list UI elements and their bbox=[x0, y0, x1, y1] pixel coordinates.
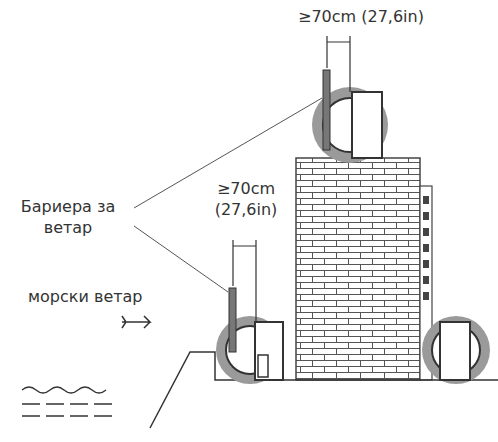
unit-zone bbox=[422, 316, 490, 384]
wind-arrow bbox=[122, 316, 150, 328]
brick-building bbox=[296, 158, 420, 380]
wind-barrier bbox=[229, 288, 236, 352]
outdoor-unit bbox=[352, 92, 382, 158]
windows bbox=[423, 196, 429, 300]
barrier-label: Бариера за ветар bbox=[4, 196, 132, 238]
wind-barrier bbox=[323, 70, 330, 150]
dimension-label: ≥70cm (27,6in) bbox=[196, 178, 296, 220]
leader-line bbox=[134, 98, 322, 292]
unit-zone bbox=[216, 316, 284, 384]
dimension-label: ≥70cm (27,6in) bbox=[298, 6, 494, 27]
outdoor-unit bbox=[440, 322, 470, 380]
wind-label: морски ветар bbox=[28, 286, 158, 307]
water bbox=[22, 387, 112, 416]
outdoor-unit bbox=[255, 322, 283, 380]
